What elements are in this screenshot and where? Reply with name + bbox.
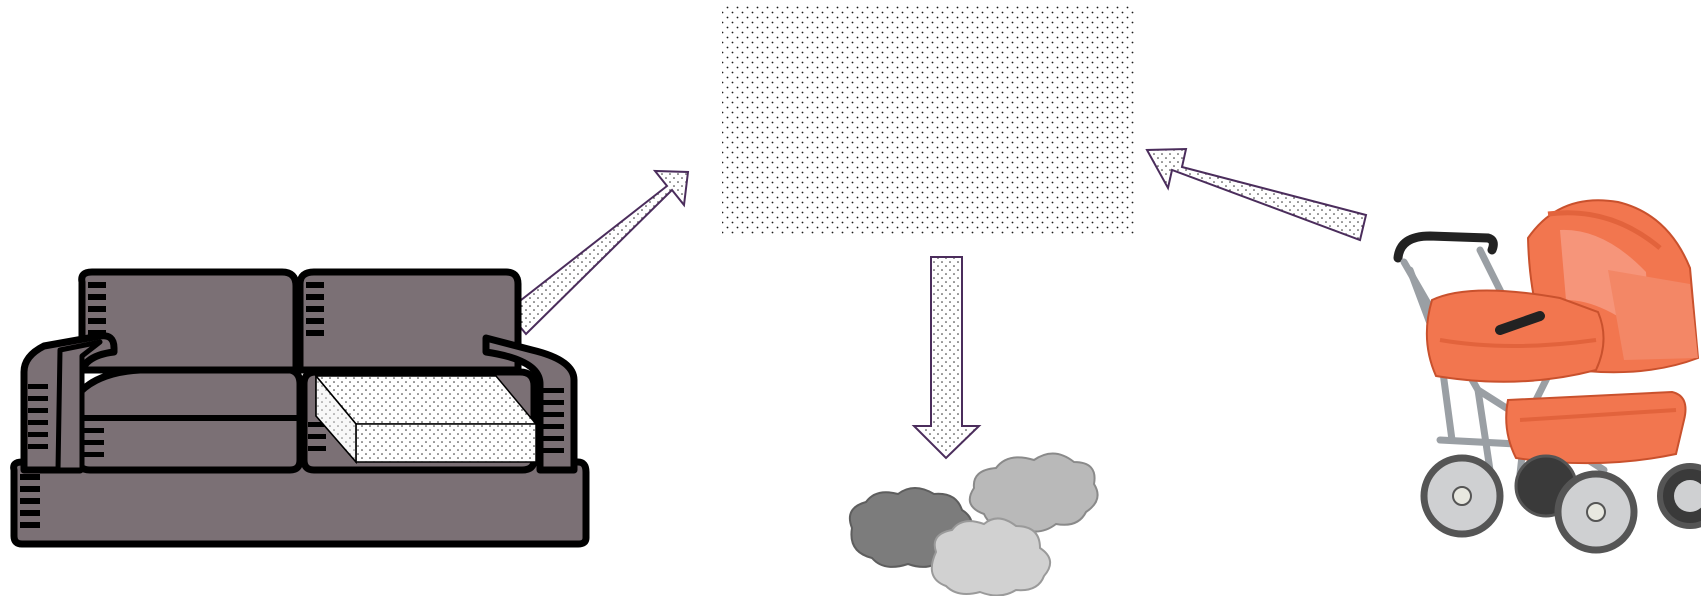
arrow-center-to-clouds xyxy=(914,257,979,458)
foam-cushion-insert xyxy=(316,376,536,462)
arrow-stroller-to-center xyxy=(1147,149,1366,240)
stroller-icon xyxy=(1398,200,1701,550)
cloud-icon xyxy=(850,453,1098,595)
stroller-wheels xyxy=(1424,456,1701,550)
sofa-icon xyxy=(14,272,586,544)
center-dotted-area xyxy=(722,6,1134,234)
arrow-sofa-to-center xyxy=(507,171,688,334)
